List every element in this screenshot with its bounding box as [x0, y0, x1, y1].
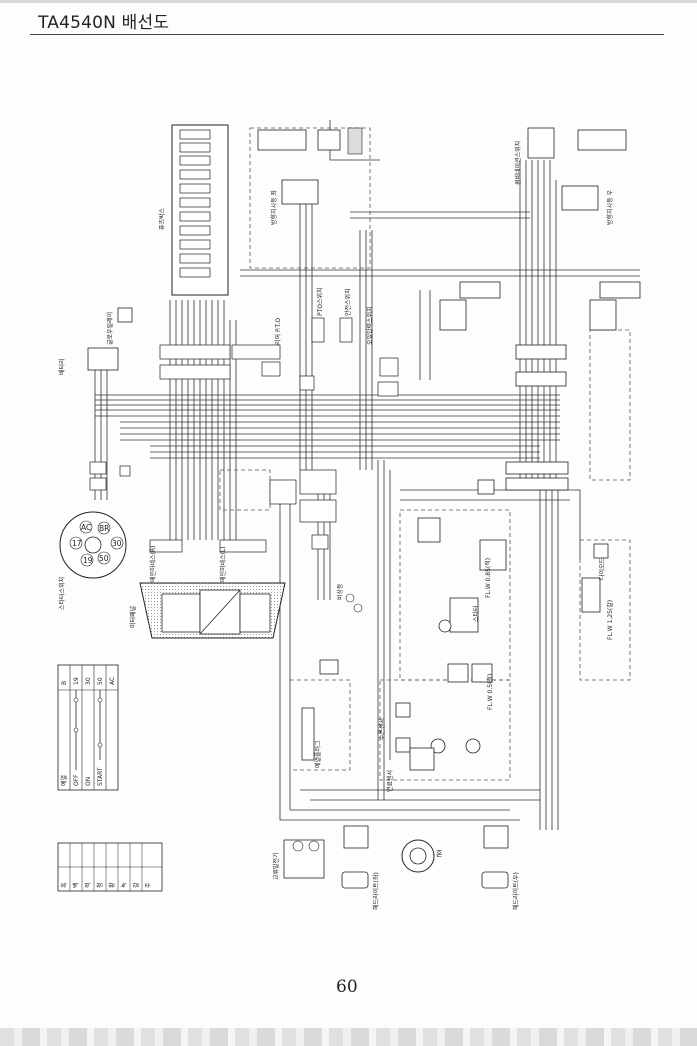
water-temp-label: 수온센서 — [378, 718, 386, 740]
horn-top — [317, 127, 363, 155]
battery-label: 배터리 — [58, 358, 66, 375]
switch-row-1: 예열 — [60, 775, 68, 786]
scan-bottom-strip — [0, 1028, 697, 1046]
work-lights — [439, 281, 641, 495]
headlight-right: 헤드라이트(우) — [481, 825, 520, 910]
harness-left-vertical — [94, 300, 237, 540]
switch-header-30: 30 — [85, 677, 92, 685]
turn-lamp-right-label: 방향지시등 우 — [606, 189, 614, 225]
pto-switch-label: PTO스위치 — [316, 287, 324, 316]
pto-group: 리어 P.T.O PTO스위치 안전스위치 오일압력스위치 — [261, 287, 399, 397]
switch-header-19: 19 — [73, 677, 80, 685]
pto-label: 리어 P.T.O — [274, 318, 282, 345]
fusible-link-3-label: FL.W 0.85(적) — [485, 558, 492, 598]
starter-label: 스타터 — [472, 605, 480, 622]
alternator-label: 교류발전기 — [272, 852, 280, 880]
combination-switch-label: 콤비네이션스위치 — [514, 141, 522, 185]
legend-color-2: 백 — [72, 882, 80, 888]
harness-trunk — [95, 394, 560, 459]
fusible-link-2-label: FL.W 0.5(청) — [487, 674, 494, 710]
switch-row-4: START — [97, 767, 104, 786]
turn-lamp-right: 방향지시등 우 — [561, 129, 627, 225]
terminal-30: 30 — [112, 539, 122, 548]
glow-relay: 글로우릴레이 — [106, 307, 133, 345]
wire-color-legend: 흑 백 적 청 황 녹 갈 주 — [57, 842, 163, 892]
starter-switch: 17 AC 19 50 30 BR 스타터스위치 — [58, 511, 127, 610]
terminal-ac: AC — [81, 523, 91, 532]
harness-connectors — [149, 469, 337, 553]
dashed-boxes — [219, 127, 631, 781]
fuel-sensor-label: 연료센서 — [386, 770, 394, 792]
page-title: TA4540N 배선도 — [38, 13, 170, 33]
combination-switch: 콤비네이션스위치 — [514, 127, 555, 185]
fusible-links: FL.W 0.85(적) FL.W 1.25(갈) FL.W 0.5(청) 다이… — [485, 557, 614, 710]
turn-lamp-left: 방향지시등 좌 — [257, 129, 319, 225]
relay-group — [417, 517, 609, 683]
legend-color-7: 갈 — [132, 882, 140, 888]
horn-bottom: 혼 — [401, 839, 443, 873]
diode-label: 다이오드 — [598, 557, 606, 580]
terminal-50: 50 — [99, 554, 109, 563]
fusible-link-1-label: FL.W 1.25(갈) — [606, 600, 614, 640]
legend-color-3: 적 — [85, 882, 92, 888]
header-rule — [30, 34, 664, 35]
meter-panel: 미터패널 — [129, 582, 286, 639]
harness-left-label: 메인하네스(L) — [219, 546, 227, 582]
hazard-switch: 비상등 — [336, 583, 363, 613]
fuse-box-label: 퓨즈박스 — [158, 207, 166, 230]
switch-row-2: OFF — [73, 774, 80, 786]
page-top-edge — [0, 0, 697, 3]
switch-row-3: ON — [85, 777, 92, 786]
legend-color-4: 청 — [97, 882, 104, 888]
harness-right-vertical — [519, 160, 559, 830]
headlight-right-label: 헤드라이트(우) — [512, 872, 520, 910]
safety-switch-label: 안전스위치 — [344, 288, 352, 316]
terminal-17: 17 — [72, 539, 82, 548]
legend-color-1: 흑 — [60, 882, 68, 888]
headlight-left-label: 헤드라이트(좌) — [372, 872, 380, 910]
glow-plug-label: 예열플러그 — [314, 740, 322, 768]
connector-block-top — [159, 344, 281, 380]
fuse-box: 퓨즈박스 — [158, 124, 229, 296]
headlight-left: 헤드라이트(좌) — [341, 825, 380, 910]
switch-header-50: 50 — [97, 677, 104, 685]
switch-header-ac: AC — [109, 677, 116, 685]
terminal-19: 19 — [83, 556, 93, 565]
switch-table: 예열 OFF ON START B 19 30 50 AC — [57, 664, 119, 791]
legend-color-5: 황 — [108, 882, 116, 888]
horn-label: 혼 — [436, 849, 443, 858]
glow-relay-label: 글로우릴레이 — [106, 312, 114, 345]
legend-color-6: 녹 — [121, 882, 128, 888]
turn-lamp-left-label: 방향지시등 좌 — [270, 189, 278, 225]
terminal-br: BR — [99, 524, 109, 533]
starter-switch-connectors — [89, 461, 131, 491]
legend-color-8: 주 — [145, 882, 152, 888]
switch-header-b: B — [61, 681, 68, 685]
starter-switch-label: 스타터스위치 — [58, 577, 66, 610]
oil-sensor-label: 오일압력스위치 — [366, 306, 374, 345]
bottom-sensors — [301, 659, 481, 771]
starter-motor: 스타터 — [438, 605, 480, 633]
hazard-label: 비상등 — [336, 583, 344, 600]
alternator: 교류발전기 — [272, 839, 325, 880]
harness-right-label: 메인하네스(R) — [149, 546, 157, 582]
page-number: 60 — [336, 977, 358, 997]
battery: 배터리 — [58, 347, 119, 375]
meter-panel-label: 미터패널 — [129, 606, 137, 628]
